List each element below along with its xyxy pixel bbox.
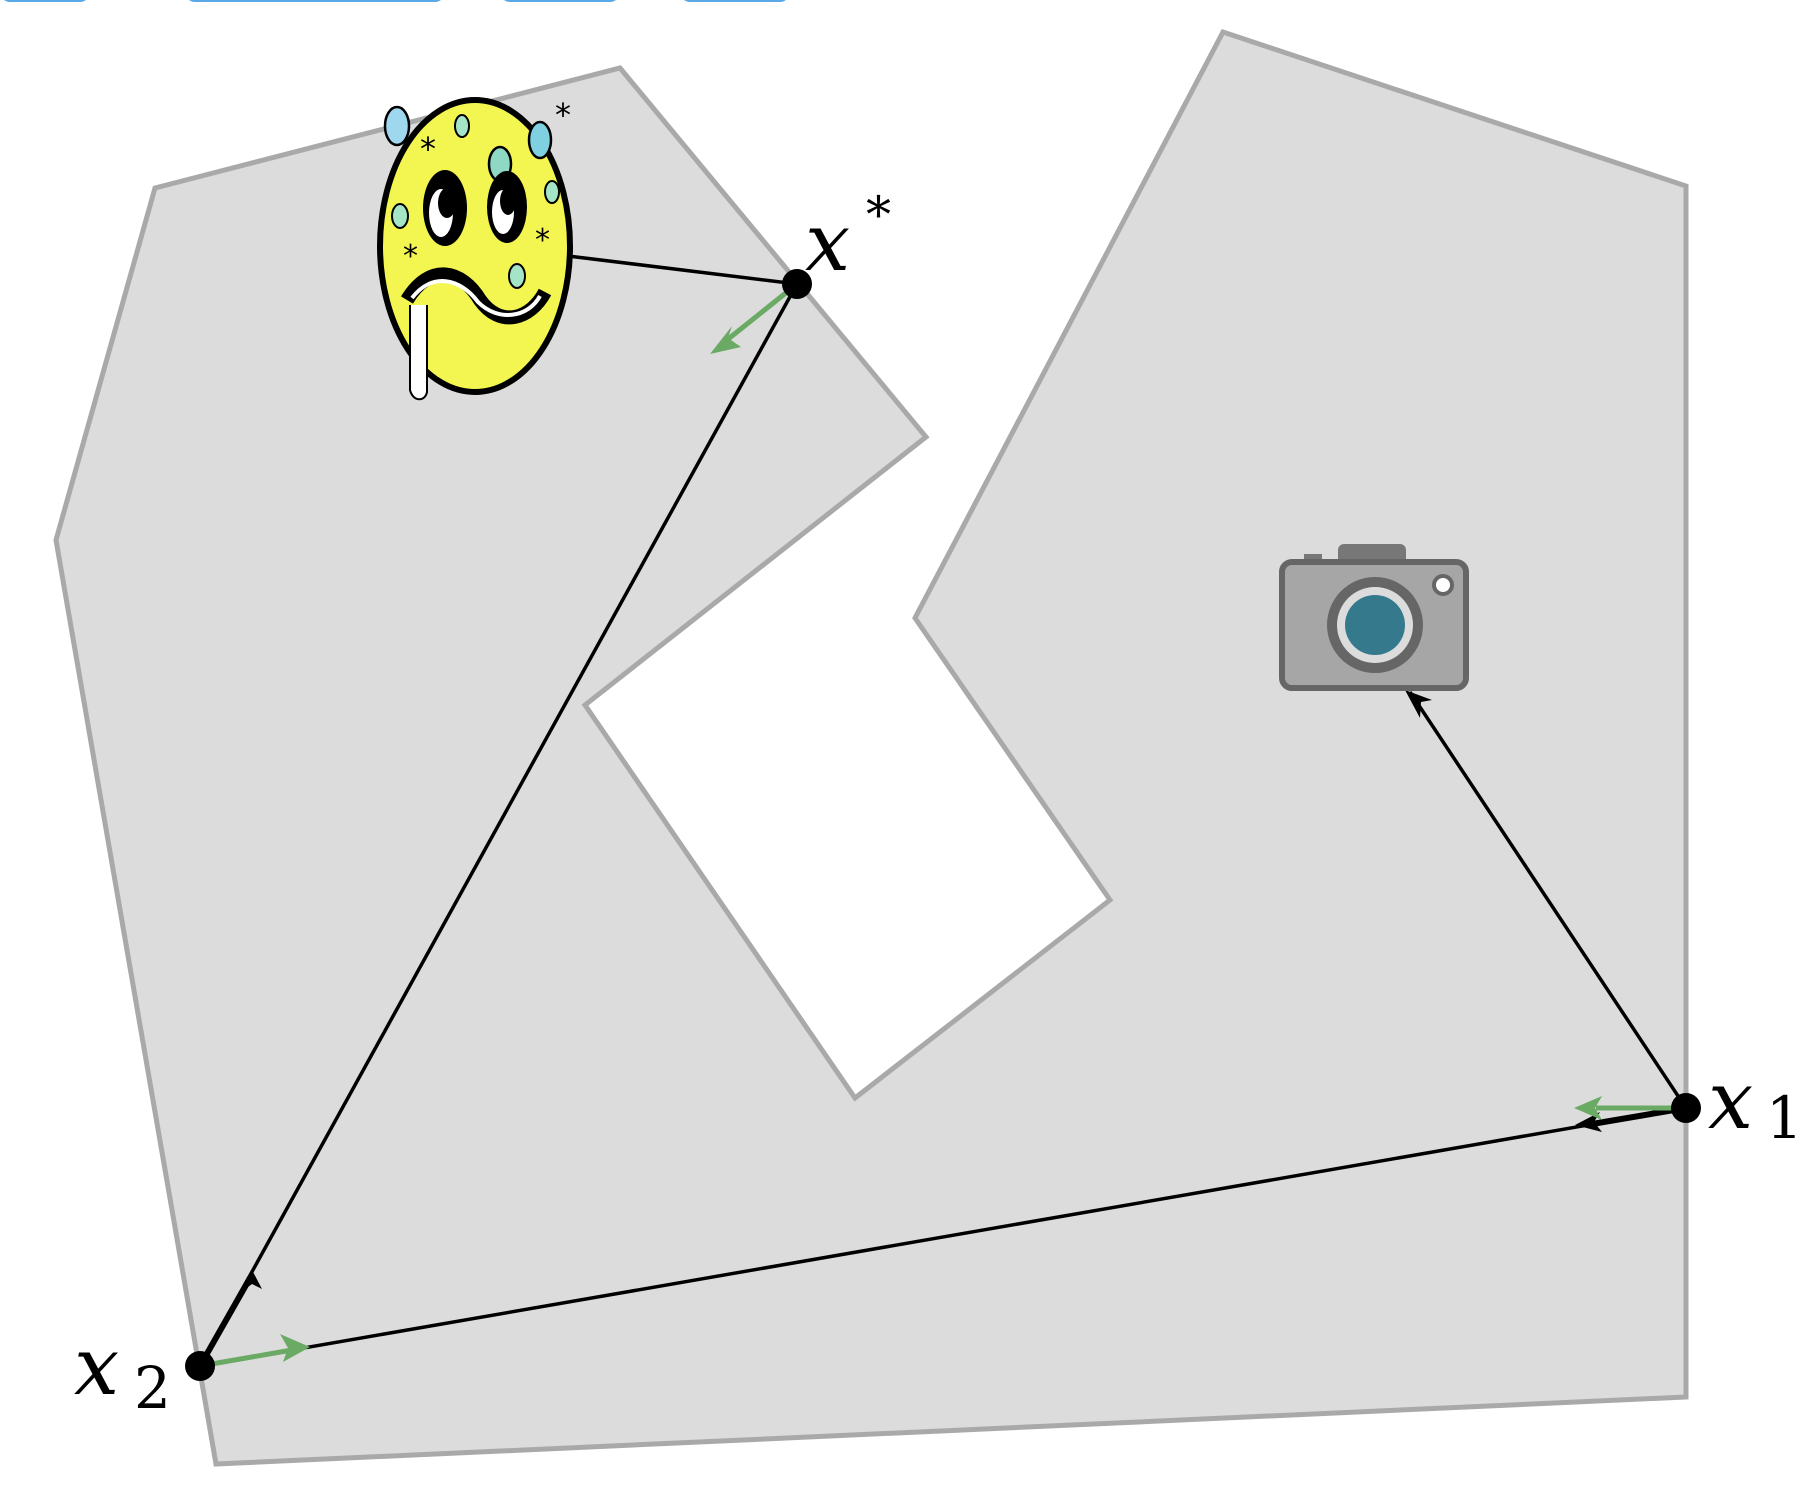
- path-x2-to-x1: [199, 1106, 1687, 1368]
- top-tab-4: [680, 0, 790, 2]
- label-xstar: x: [805, 196, 850, 289]
- gradient-arrowhead-x2: [280, 1334, 310, 1362]
- svg-text:*: *: [403, 239, 418, 274]
- arrow-x2-up-shaft: [197, 1276, 253, 1368]
- gradient-arrowhead-xstar: [710, 326, 741, 354]
- sick-face-icon: * * * *: [377, 96, 573, 401]
- label-x1-mark: 1: [1766, 1084, 1803, 1152]
- svg-text:*: *: [535, 223, 550, 258]
- gradient-arrowhead-x1: [1574, 1096, 1602, 1120]
- path-x2-to-xstar: [198, 283, 799, 1367]
- label-x2: x: [74, 1320, 119, 1413]
- point-x2: [185, 1351, 215, 1381]
- gradient-arrow-xstar: [720, 282, 799, 346]
- top-tab-2: [185, 0, 445, 2]
- gradient-arrow-x2: [199, 1347, 293, 1369]
- top-tab-3: [500, 0, 620, 2]
- svg-text:*: *: [420, 130, 436, 168]
- arrowhead-camera: [1405, 690, 1432, 718]
- label-x2-mark: 2: [134, 1354, 171, 1422]
- point-x1: [1671, 1093, 1701, 1123]
- point-xstar: [782, 269, 812, 299]
- label-x1: x: [1708, 1054, 1753, 1147]
- svg-text:*: *: [555, 96, 571, 134]
- path-xstar-to-face: [567, 254, 798, 286]
- label-xstar-mark: *: [866, 186, 891, 244]
- top-tab-1: [0, 0, 90, 2]
- camera-icon: [1279, 544, 1469, 691]
- arrow-x1-left-shaft: [1591, 1105, 1687, 1127]
- path-x1-to-camera: [1408, 691, 1688, 1109]
